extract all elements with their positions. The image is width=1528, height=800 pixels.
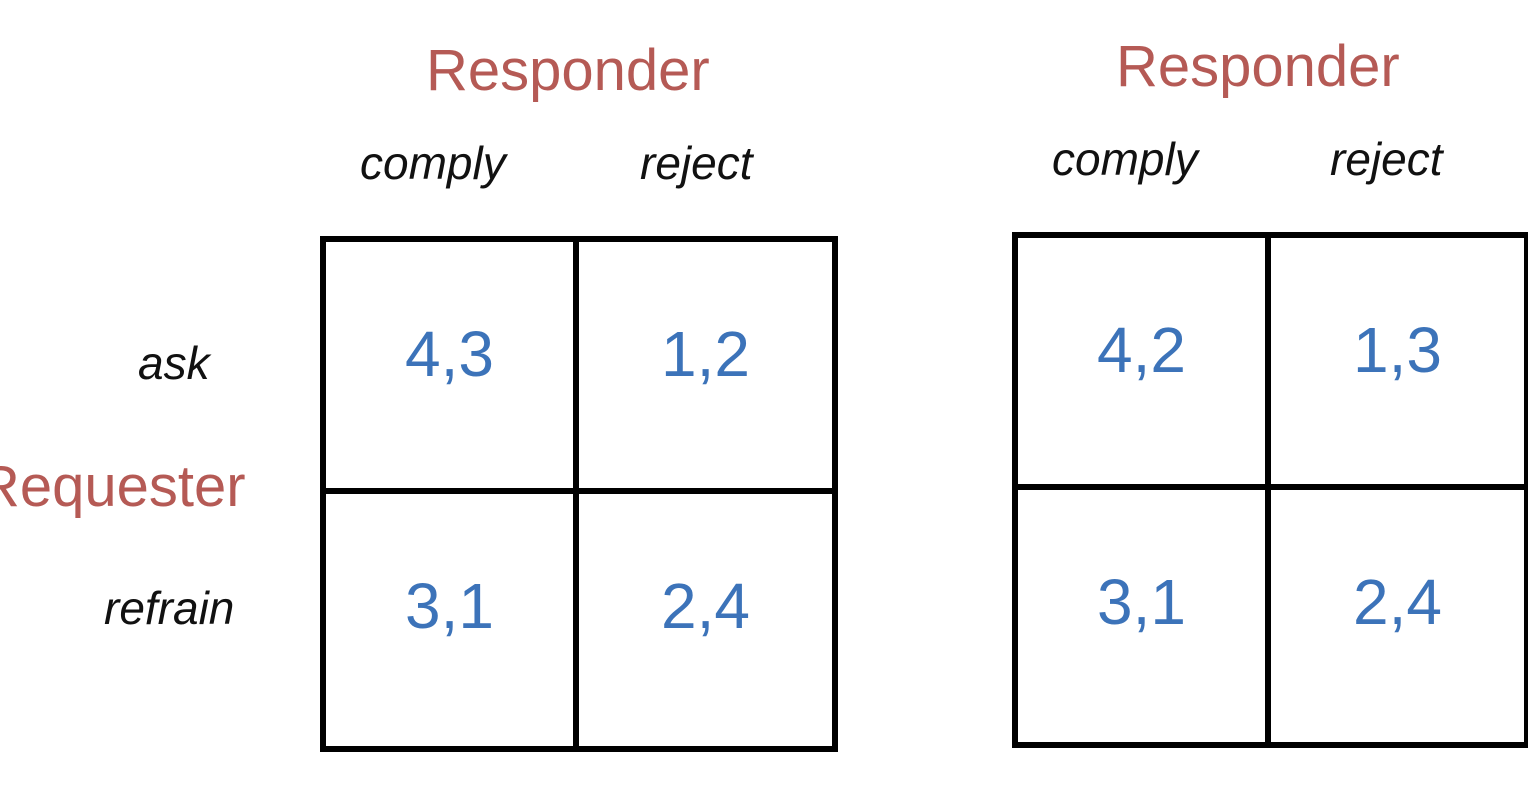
payoff-cell: 3,1 [1018,490,1271,742]
payoff-cell: 4,3 [326,242,579,494]
right-payoff-matrix: 4,2 1,3 3,1 2,4 [1012,232,1528,748]
left-column-strategy-reject: reject [640,137,753,189]
payoff-cell: 4,2 [1018,238,1271,490]
left-column-strategy-comply: comply [360,137,506,189]
left-row-strategy-ask: ask [138,337,210,389]
left-row-player-label: Requester [0,454,246,519]
payoff-cell: 2,4 [1353,566,1442,638]
payoff-cell: 3,1 [326,494,579,746]
right-column-player-label: Responder [1116,34,1400,99]
payoff-cell: 2,4 [661,570,750,642]
right-column-strategy-comply: comply [1052,133,1198,185]
left-column-player-label: Responder [426,38,710,103]
left-row-strategy-refrain: refrain [104,582,235,634]
right-column-strategy-reject: reject [1330,133,1443,185]
left-payoff-matrix: 4,3 1,2 3,1 2,4 [320,236,838,752]
payoff-cell: 1,2 [579,242,832,494]
payoff-cell: 1,3 [1271,238,1524,490]
